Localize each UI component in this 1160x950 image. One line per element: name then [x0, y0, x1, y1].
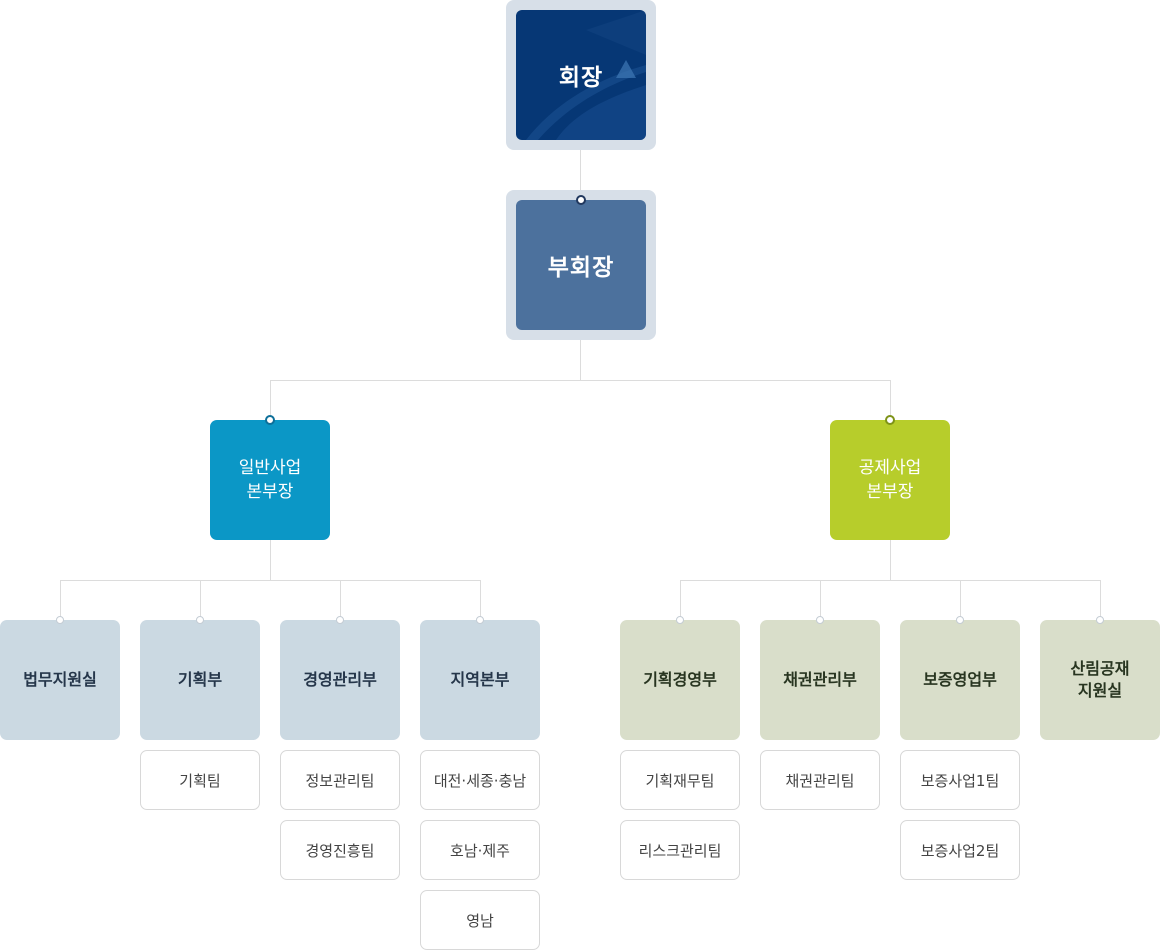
connector-dot	[676, 616, 684, 624]
team-region-daejeon: 대전·세종·충남	[420, 750, 540, 810]
dept-planning-management: 기획경영부	[620, 620, 740, 740]
general-business-division: 일반사업 본부장	[210, 420, 330, 540]
connector-dept-0	[60, 580, 61, 620]
dept-regional: 지역본부	[420, 620, 540, 740]
team-guarantee-business-1: 보증사업1팀	[900, 750, 1020, 810]
connector-dept-5	[820, 580, 821, 620]
vice-chairman-label: 부회장	[547, 255, 615, 281]
team-risk-management: 리스크관리팀	[620, 820, 740, 880]
team-management-promotion: 경영진흥팀	[280, 820, 400, 880]
dept-legal-support: 법무지원실	[0, 620, 120, 740]
connector-dept-7	[1100, 580, 1101, 620]
team-information-management: 정보관리팀	[280, 750, 400, 810]
team-planning-finance: 기획재무팀	[620, 750, 740, 810]
connector-dot	[56, 616, 64, 624]
wave-decoration-icon	[526, 10, 646, 140]
connector-dot	[1096, 616, 1104, 624]
connector-to-mutual-division	[890, 380, 891, 420]
dept-planning: 기획부	[140, 620, 260, 740]
connector-chair-vice	[580, 150, 581, 200]
vice-chairman-box: 부회장	[516, 200, 646, 330]
vice-chairman-node: 부회장	[506, 190, 656, 340]
chairman-label: 회장	[558, 65, 604, 91]
team-credit-management: 채권관리팀	[760, 750, 880, 810]
connector-dept-6	[960, 580, 961, 620]
team-guarantee-business-2: 보증사업2팀	[900, 820, 1020, 880]
connector-to-general-division	[270, 380, 271, 420]
connector-dot	[576, 195, 586, 205]
connector-dot	[956, 616, 964, 624]
connector-dept-4	[680, 580, 681, 620]
connector-dot	[196, 616, 204, 624]
connector-mutual-bar	[680, 580, 1101, 581]
mutual-aid-division: 공제사업 본부장	[830, 420, 950, 540]
dept-credit-management: 채권관리부	[760, 620, 880, 740]
dept-guarantee-sales: 보증영업부	[900, 620, 1020, 740]
connector-dept-2	[340, 580, 341, 620]
connector-dept-3	[480, 580, 481, 620]
team-region-honam: 호남·제주	[420, 820, 540, 880]
dept-management: 경영관리부	[280, 620, 400, 740]
connector-dept-1	[200, 580, 201, 620]
chairman-node: 회장	[506, 0, 656, 150]
connector-mutual-down	[890, 540, 891, 580]
connector-general-down	[270, 540, 271, 580]
connector-division-bar	[270, 380, 891, 381]
connector-dot	[265, 415, 275, 425]
chairman-box: 회장	[516, 10, 646, 140]
dept-forest-mutual-support: 산림공재 지원실	[1040, 620, 1160, 740]
connector-dot	[885, 415, 895, 425]
team-region-yeongnam: 영남	[420, 890, 540, 950]
team-planning: 기획팀	[140, 750, 260, 810]
connector-general-bar	[60, 580, 481, 581]
connector-dot	[476, 616, 484, 624]
connector-dot	[336, 616, 344, 624]
connector-vice-down	[580, 340, 581, 380]
connector-dot	[816, 616, 824, 624]
